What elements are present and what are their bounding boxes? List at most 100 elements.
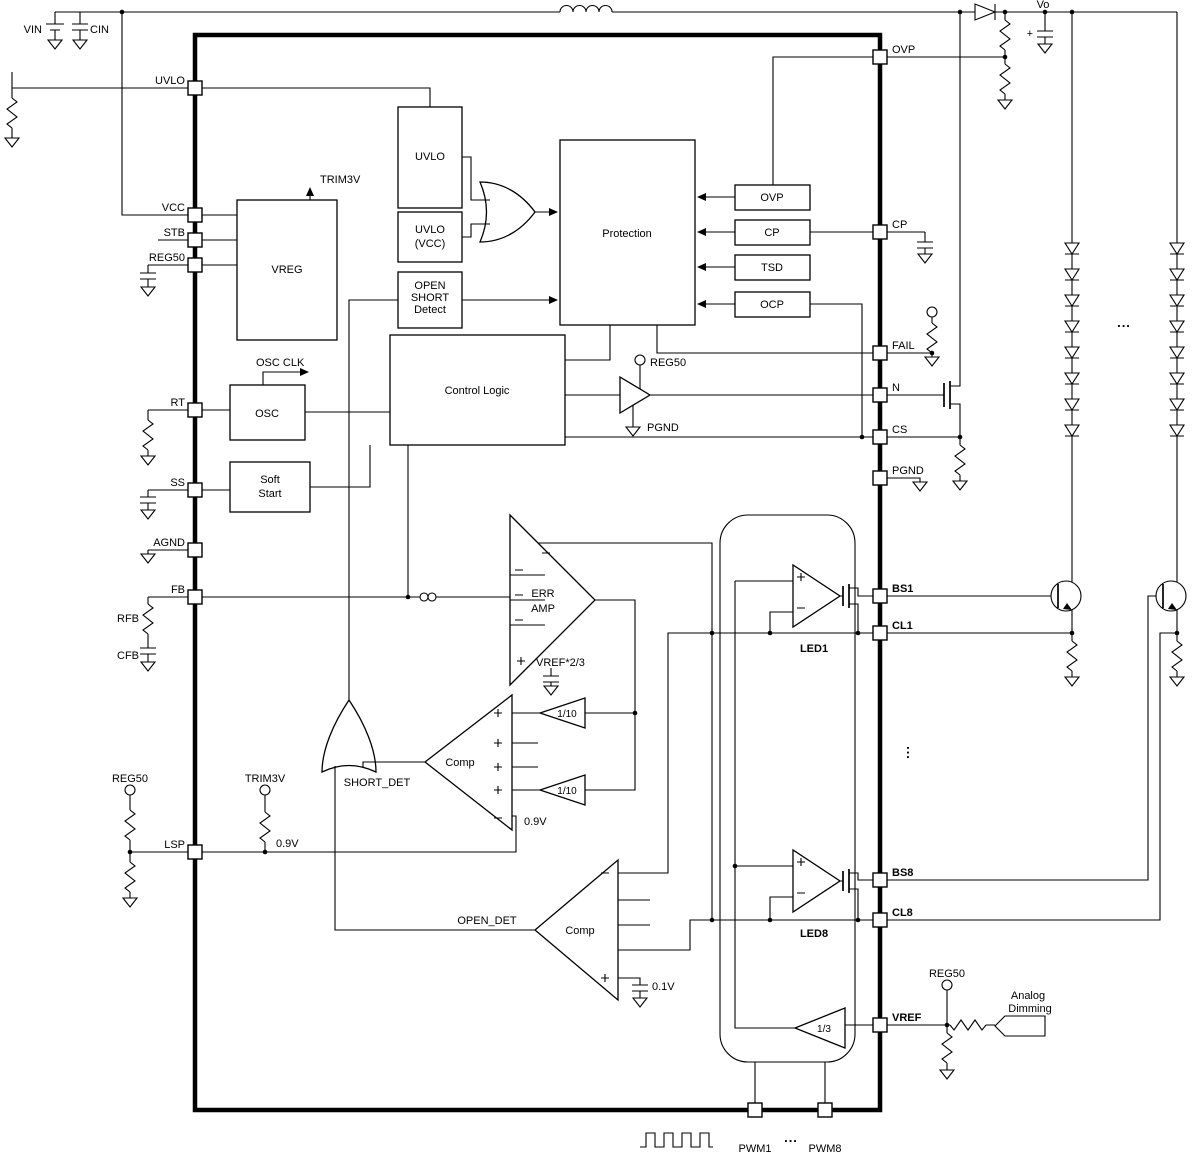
- soft-start-label-1: Soft: [260, 474, 280, 486]
- pin-label-bs1: BS1: [892, 583, 913, 595]
- pin-label-vref: VREF: [892, 1012, 922, 1024]
- rfb-label: RFB: [117, 613, 139, 625]
- led1-label: LED1: [800, 643, 828, 655]
- ic-boundary: [192, 32, 883, 1113]
- uvlo-vcc-block: [397, 211, 463, 263]
- pin-label-cs: CS: [892, 424, 907, 436]
- short-comp-icon: [423, 693, 513, 832]
- channel-group-box: [719, 514, 856, 1063]
- soft-start-label-2: Start: [258, 488, 281, 500]
- gate-driver-icon: [619, 375, 652, 415]
- osc-clk-label: OSC CLK: [256, 357, 305, 369]
- cp-comp-label: CP: [764, 227, 779, 239]
- led8-label: LED8: [800, 928, 828, 940]
- pin-lsp: [187, 844, 203, 860]
- pin-label-ovp: OVP: [892, 44, 915, 56]
- npn-transistor-1: [1050, 580, 1082, 612]
- uvlo-vcc-label-2: (VCC): [415, 238, 446, 250]
- pin-label-cl1: CL1: [892, 620, 913, 632]
- pin-cs: [872, 429, 888, 445]
- pin-cp: [872, 224, 888, 240]
- pgnd-driver-label: PGND: [647, 422, 679, 434]
- pwm-waveform-icon: [640, 1132, 713, 1148]
- analog-shapes: [321, 181, 846, 1049]
- pin-agnd: [187, 542, 203, 558]
- pin-label-bs8: BS8: [892, 867, 913, 879]
- pin-label-pwm1: PWM1: [739, 1143, 772, 1155]
- reg50-driver-label: REG50: [650, 357, 686, 369]
- component-symbols: [4, 3, 1187, 1148]
- signal-arrows: [300, 187, 706, 376]
- osd-label-1: OPEN: [414, 280, 445, 292]
- analog-dimming-label-1: Analog: [1011, 990, 1045, 1002]
- pin-fail: [872, 345, 888, 361]
- uvlo-block-label: UVLO: [415, 151, 445, 163]
- open-det-label: OPEN_DET: [457, 915, 517, 927]
- pin-bs8: [872, 872, 888, 888]
- rectifier-diode-icon: [974, 3, 997, 21]
- vreg-block: [236, 199, 338, 341]
- polarity-marks: [494, 552, 805, 982]
- cin-label: CIN: [90, 24, 109, 36]
- pin-label-pgnd: PGND: [892, 465, 924, 477]
- tsd-comp-label: TSD: [761, 262, 783, 274]
- open-comp-icon: [533, 858, 619, 1002]
- nmos-switch-icon: [943, 381, 951, 409]
- osd-label-2: SHORT: [411, 292, 450, 304]
- reg50-vref-label: REG50: [929, 968, 965, 980]
- output-cap-plus: +: [1027, 28, 1033, 40]
- protection-label: Protection: [602, 228, 652, 240]
- pin-label-cp: CP: [892, 219, 907, 231]
- analog-dimming-label-2: Dimming: [1008, 1003, 1051, 1015]
- pin-n: [872, 387, 888, 403]
- npn-transistor-2: [1155, 580, 1187, 612]
- comp-09v-label: 0.9V: [524, 816, 547, 828]
- pin-label-fb: FB: [171, 584, 185, 596]
- vreg-label: VREG: [271, 264, 302, 276]
- err-amp-label-2: AMP: [531, 603, 555, 615]
- open-01v-label: 0.1V: [652, 981, 675, 993]
- circuit-wires: [11, 11, 1178, 1103]
- fb-switch-icon: [419, 592, 437, 602]
- pin-reg50: [187, 257, 203, 273]
- pin-label-pwm8: PWM8: [809, 1143, 842, 1155]
- pwm-ellipsis: ...: [784, 1130, 798, 1145]
- text-labels: VIN CIN Vo + UVLO VCC STB REG50 RT SS AG…: [24, 0, 1131, 1155]
- short-det-label: SHORT_DET: [344, 777, 411, 789]
- led1-amp-icon: [792, 563, 842, 629]
- cfb-label: CFB: [117, 650, 139, 662]
- analog-dimming-tag-icon: [994, 1015, 1046, 1037]
- vref-2-3-label: VREF*2/3: [536, 657, 585, 669]
- pin-cl1: [872, 625, 888, 641]
- or-gate-uvlo-icon: [479, 181, 536, 243]
- pin-fb: [187, 589, 203, 605]
- ocp-comp-label: OCP: [760, 299, 784, 311]
- pin-label-cl8: CL8: [892, 907, 913, 919]
- pin-pgnd: [872, 470, 888, 486]
- pin-label-lsp: LSP: [164, 839, 185, 851]
- err-amp-label-1: ERR: [531, 588, 554, 600]
- uvlo-vcc-label-1: UVLO: [415, 224, 445, 236]
- short-comp-label: Comp: [445, 757, 474, 769]
- pin-ss: [187, 482, 203, 498]
- pin-label-n: N: [892, 382, 900, 394]
- att-label-1: 1/10: [557, 709, 577, 720]
- soft-start-block: [229, 461, 311, 513]
- inductor-icon: [559, 4, 613, 13]
- pin-pwm8: [817, 1102, 833, 1118]
- channels-ellipsis: ...: [904, 746, 919, 760]
- control-logic-block: [389, 334, 566, 446]
- pin-label-reg50: REG50: [149, 252, 185, 264]
- pin-vref: [872, 1017, 888, 1033]
- led-strings-ellipsis: ...: [1117, 315, 1131, 330]
- led-string-2: [1169, 242, 1185, 452]
- pin-bs1: [872, 588, 888, 604]
- protection-block: [559, 139, 696, 326]
- att-label-2: 1/10: [557, 786, 577, 797]
- pin-rt: [187, 402, 203, 418]
- vin-label: VIN: [24, 24, 42, 36]
- vref-div-label: 1/3: [817, 1024, 831, 1035]
- led8-amp-icon: [792, 848, 842, 914]
- pin-cl8: [872, 912, 888, 928]
